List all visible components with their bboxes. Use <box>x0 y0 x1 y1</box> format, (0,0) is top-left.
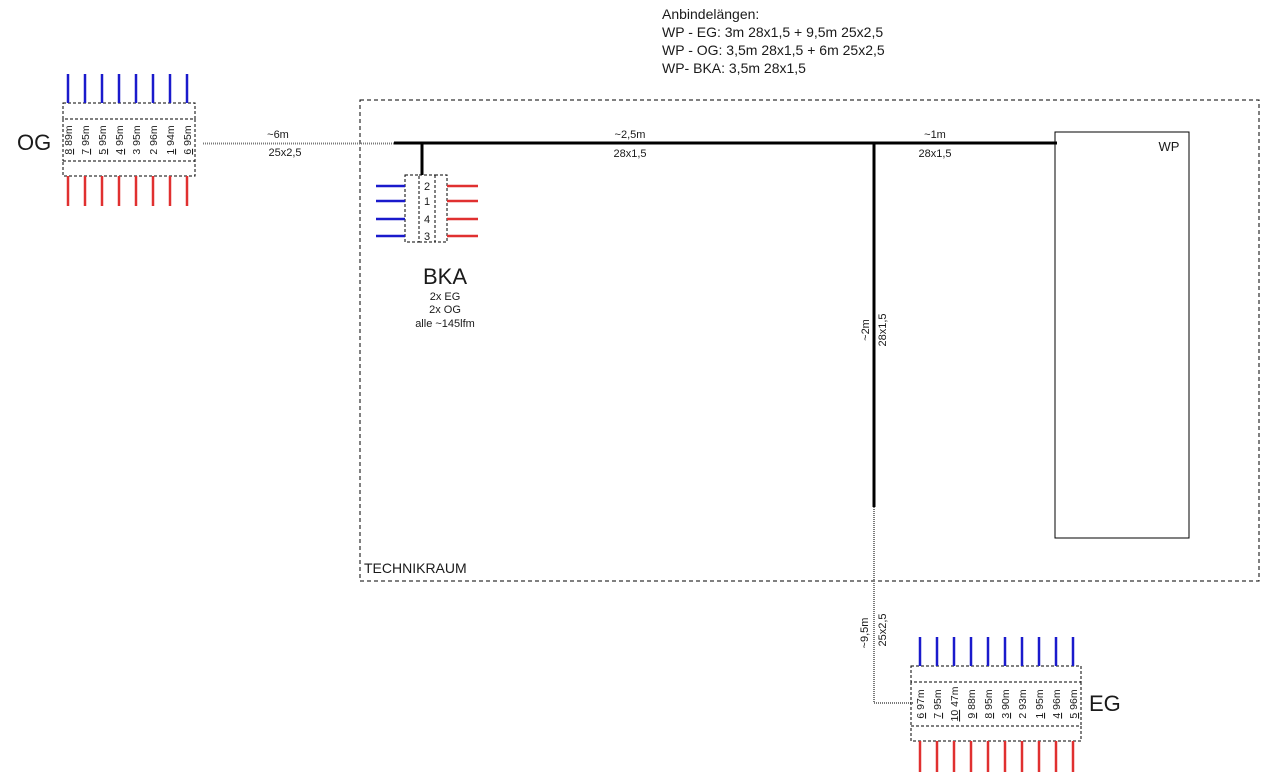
og-label: OG <box>17 130 51 155</box>
eg-circuit-number: 10 <box>949 710 961 722</box>
eg-circuit-label: 5 96m <box>1068 689 1080 718</box>
main-left-dim: 28x1,5 <box>613 148 646 160</box>
bka-label: BKA <box>423 264 467 289</box>
eg-circuit-label: 2 93m <box>1017 689 1029 718</box>
eg-circuit-number: 1 <box>1034 713 1046 719</box>
eg-supply-header <box>910 665 1082 683</box>
og-circuit-label: 6 95m <box>182 125 194 154</box>
bka-supply-bar <box>404 174 420 243</box>
eg-circuit-number: 6 <box>915 713 927 719</box>
eg-circuit-length: 96m <box>1068 689 1080 713</box>
eg-circuit-length: 47m <box>949 686 961 710</box>
wp-unit <box>1054 131 1190 539</box>
og-circuit-number: 1 <box>165 149 177 155</box>
og-circuit-length: 95m <box>97 125 109 149</box>
main-right-length: ~1m <box>924 129 946 141</box>
vertical-length: ~2m <box>860 319 872 341</box>
eg-link-pipe <box>873 507 913 704</box>
bka-circuit-number: 2 <box>424 181 430 193</box>
bka-circuit-number: 4 <box>424 214 430 226</box>
bka-circuit-number: 3 <box>424 231 430 243</box>
eg-circuit-label: 8 95m <box>983 689 995 718</box>
og-circuit-label: 5 95m <box>97 125 109 154</box>
header-title: Anbindelängen: <box>662 6 759 22</box>
og-circuit-number: 5 <box>97 149 109 155</box>
og-circuit-length: 96m <box>148 125 160 149</box>
eg-circuit-number: 7 <box>932 713 944 719</box>
vertical-dim: 28x1,5 <box>877 313 889 346</box>
technikraum-label: TECHNIKRAUM <box>364 560 467 576</box>
eg-circuit-label: 3 90m <box>1000 689 1012 718</box>
og-circuit-length: 95m <box>114 125 126 149</box>
eg-circuit-length: 90m <box>1000 689 1012 713</box>
og-circuit-label: 4 95m <box>114 125 126 154</box>
eg-circuit-label: 10 47m <box>949 686 961 721</box>
bka-manifold: 2 1 4 3 <box>376 174 478 243</box>
og-circuit-label: 1 94m <box>165 125 177 154</box>
og-circuit-length: 95m <box>80 125 92 149</box>
eg-circuit-length: 96m <box>1051 689 1063 713</box>
eg-circuit-label: 1 95m <box>1034 689 1046 718</box>
bka-note-eg: 2x EG <box>430 291 461 303</box>
bka-note-og: 2x OG <box>429 304 461 316</box>
eg-circuit-length: 95m <box>1034 689 1046 713</box>
eg-circuit-label: 7 95m <box>932 689 944 718</box>
og-link-dim: 25x2,5 <box>268 147 301 159</box>
bka-circuit-number: 1 <box>424 196 430 208</box>
og-circuit-length: 95m <box>131 125 143 149</box>
bka-return-bar <box>434 174 448 243</box>
eg-link-dim: 25x2,5 <box>877 613 889 646</box>
og-circuit-number: 4 <box>114 149 126 155</box>
og-supply-header <box>62 102 196 120</box>
header-line-og: WP - OG: 3,5m 28x1,5 + 6m 25x2,5 <box>662 42 885 58</box>
header-line-eg: WP - EG: 3m 28x1,5 + 9,5m 25x2,5 <box>662 24 883 40</box>
eg-circuit-length: 95m <box>983 689 995 713</box>
main-right-dim: 28x1,5 <box>918 148 951 160</box>
eg-circuit-number: 3 <box>1000 713 1012 719</box>
eg-circuit-number: 4 <box>1051 713 1063 719</box>
eg-circuit-length: 97m <box>915 689 927 713</box>
bka-note-total: alle ~145lfm <box>415 318 475 330</box>
eg-return-header <box>910 725 1082 742</box>
og-circuit-label: 7 95m <box>80 125 92 154</box>
eg-circuit-length: 88m <box>966 689 978 713</box>
og-return-header <box>62 160 196 177</box>
eg-circuit-number: 2 <box>1017 713 1029 719</box>
og-circuit-length: 95m <box>182 125 194 149</box>
og-circuit-label: 2 96m <box>148 125 160 154</box>
og-circuit-number: 2 <box>148 149 160 155</box>
eg-circuit-number: 9 <box>966 713 978 719</box>
eg-circuit-label: 6 97m <box>915 689 927 718</box>
eg-circuit-length: 93m <box>1017 689 1029 713</box>
og-circuit-label: 8 89m <box>63 125 75 154</box>
og-circuit-number: 3 <box>131 149 143 155</box>
eg-circuit-length: 95m <box>932 689 944 713</box>
og-link-length: ~6m <box>267 129 289 141</box>
og-circuit-label: 3 95m <box>131 125 143 154</box>
og-circuit-number: 8 <box>63 149 75 155</box>
eg-circuit-number: 8 <box>983 713 995 719</box>
header-line-bka: WP- BKA: 3,5m 28x1,5 <box>662 60 806 76</box>
og-circuit-length: 89m <box>63 125 75 149</box>
og-circuit-number: 6 <box>182 149 194 155</box>
technikraum-boundary <box>359 99 1260 582</box>
og-circuit-length: 94m <box>165 125 177 149</box>
eg-circuit-label: 4 96m <box>1051 689 1063 718</box>
main-left-length: ~2,5m <box>615 129 646 141</box>
wp-label: WP <box>1159 139 1180 154</box>
eg-link-length: ~9,5m <box>859 618 871 649</box>
eg-circuit-number: 5 <box>1068 713 1080 719</box>
eg-label: EG <box>1089 691 1121 716</box>
og-circuit-number: 7 <box>80 149 92 155</box>
eg-circuit-label: 9 88m <box>966 689 978 718</box>
